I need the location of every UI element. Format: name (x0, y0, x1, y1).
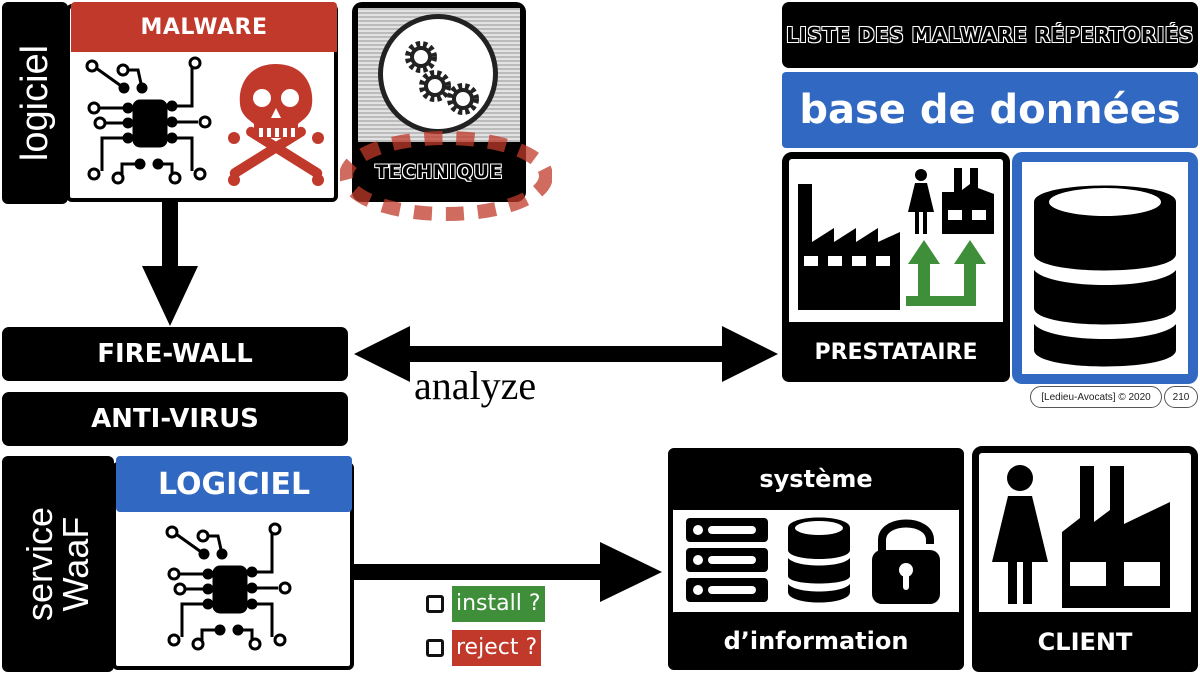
logiciel-header: LOGICIEL (116, 456, 352, 512)
database-subtitle: base de données (782, 72, 1198, 148)
decision-install[interactable]: install ? (426, 586, 545, 622)
waaf-side-label: service WaaF (2, 456, 114, 672)
skull-crossbones-icon (226, 58, 326, 186)
logiciel-label: logiciel (14, 44, 57, 162)
malware-list-title: LISTE DES MALWARE RÉPERTORIÉS (782, 2, 1198, 68)
page-number: 210 (1164, 386, 1198, 408)
install-option-label: install ? (452, 586, 545, 622)
antivirus-box: ANTI-VIRUS (2, 392, 348, 446)
analyze-label: analyze (414, 363, 537, 408)
server-rack-icon (686, 518, 768, 602)
green-up-arrows-icon (904, 238, 994, 310)
information-label: d’information (668, 612, 964, 670)
factory-icon (1060, 462, 1172, 608)
padlock-icon (870, 512, 942, 604)
circuit-chip-icon (160, 522, 300, 652)
install-checkbox[interactable] (426, 595, 444, 613)
malware-side-label: logiciel (2, 2, 68, 204)
database-icon (1030, 172, 1180, 368)
technique-card: TECHNIQUE (352, 2, 526, 202)
prestataire-label: PRESTATAIRE (782, 322, 1010, 382)
down-arrow (140, 202, 200, 328)
client-label: CLIENT (972, 612, 1198, 672)
analyze-double-arrow (352, 322, 780, 384)
reject-checkbox[interactable] (426, 639, 444, 657)
database-icon (786, 514, 852, 604)
person-icon (906, 168, 936, 236)
circuit-chip-icon (80, 56, 220, 186)
reject-option-label: reject ? (452, 630, 542, 666)
technique-label: TECHNIQUE (375, 161, 503, 183)
credit-badge: [Ledieu-Avocats] © 2020 (1030, 386, 1162, 408)
systeme-label: système (668, 448, 964, 510)
service-label: service (19, 506, 60, 622)
gears-icon (378, 14, 498, 134)
factory-icon (790, 170, 910, 310)
highlight-dashed-ellipse (340, 130, 552, 222)
small-factory-icon (940, 164, 996, 234)
firewall-box: FIRE-WALL (2, 327, 348, 381)
person-icon (988, 464, 1052, 606)
decision-reject[interactable]: reject ? (426, 630, 542, 666)
database-card (1012, 152, 1198, 384)
right-arrow (354, 540, 664, 604)
malware-header: MALWARE (71, 2, 337, 52)
waaf-label: WaaF (55, 516, 96, 612)
